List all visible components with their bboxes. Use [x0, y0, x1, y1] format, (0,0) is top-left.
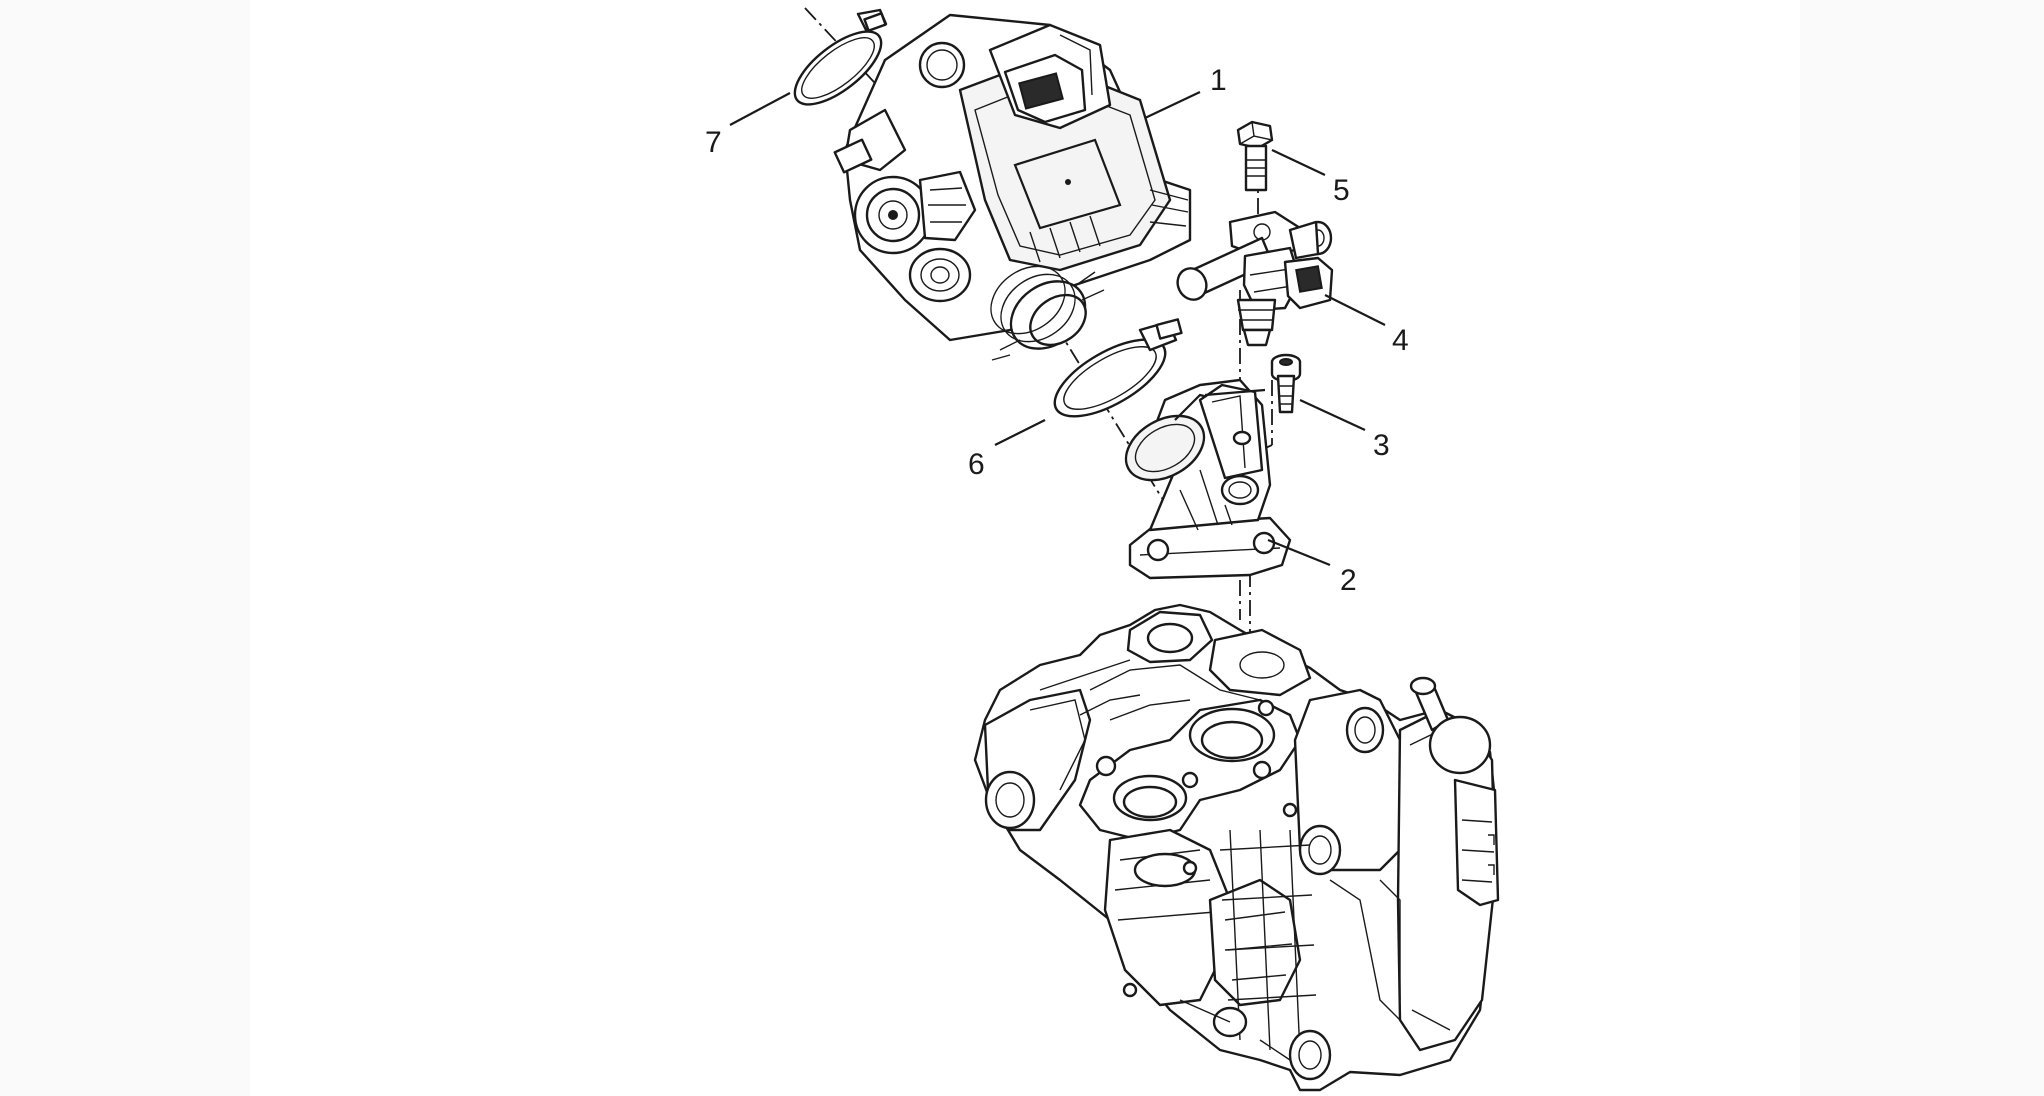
left-margin-band	[0, 0, 250, 1096]
part-3-screw	[1270, 353, 1302, 414]
part-1-throttle-body	[833, 13, 1192, 361]
leader-1	[1144, 91, 1201, 119]
callout-5: 5	[1333, 174, 1350, 207]
part-4-fuel-injector	[1176, 210, 1334, 347]
callout-3: 3	[1373, 429, 1390, 462]
callout-6: 6	[968, 448, 985, 481]
engine-cylinder-head	[973, 603, 1500, 1092]
callout-1: 1	[1210, 64, 1227, 97]
leader-4	[1324, 294, 1386, 326]
part-5-bolt	[1236, 120, 1274, 192]
part-2-intake-adapter	[1124, 378, 1292, 580]
callout-2: 2	[1340, 564, 1357, 597]
right-margin-band	[1800, 0, 2044, 1096]
callout-4: 4	[1392, 324, 1409, 357]
leader-6	[994, 419, 1046, 446]
callout-labels: 1 2 3 4 5 6 7	[705, 64, 1409, 597]
callout-7: 7	[705, 126, 722, 159]
leader-2	[1267, 538, 1331, 567]
part-7-upper-hose-clamp	[793, 8, 888, 106]
leader-lines	[729, 91, 1386, 567]
leader-3	[1299, 399, 1366, 431]
leader-5	[1271, 149, 1326, 176]
leader-7	[729, 92, 791, 126]
part-6-lower-hose-clamp	[1053, 318, 1183, 418]
